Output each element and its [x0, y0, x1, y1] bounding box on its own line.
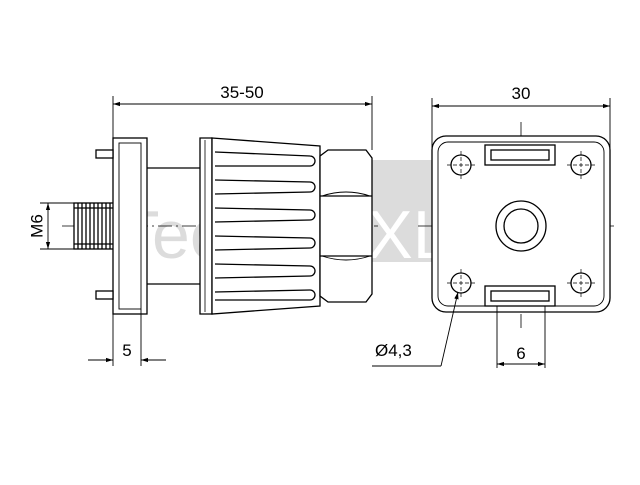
threaded-stud	[73, 202, 115, 250]
dim-label-base-thickness: 5	[122, 341, 131, 360]
dim-slot-width	[496, 306, 546, 368]
corner-hole-bl	[447, 269, 475, 297]
slot-top	[484, 144, 556, 166]
hex-nut	[319, 149, 373, 303]
front-view	[418, 122, 614, 330]
slot-bottom	[484, 285, 556, 307]
dim-label-plate-width: 30	[512, 84, 531, 103]
knurled-body	[199, 137, 321, 315]
corner-hole-tl	[447, 151, 475, 179]
dim-label-overall-length: 35-50	[220, 83, 263, 102]
dim-thread	[40, 202, 74, 250]
base-plate-side	[95, 137, 148, 315]
center-boss	[495, 200, 547, 252]
dim-label-thread: M6	[27, 214, 46, 238]
dim-label-slot-width: 6	[516, 344, 525, 363]
dim-plate-width	[431, 98, 611, 150]
dim-overall-length	[112, 96, 373, 150]
stem	[147, 167, 200, 285]
side-view	[62, 137, 378, 315]
corner-hole-br	[567, 269, 595, 297]
corner-hole-tr	[567, 151, 595, 179]
dim-label-hole-diameter: Ø4,3	[375, 341, 412, 360]
dim-hole-diameter	[372, 291, 459, 367]
dim-base-thickness	[88, 309, 166, 366]
